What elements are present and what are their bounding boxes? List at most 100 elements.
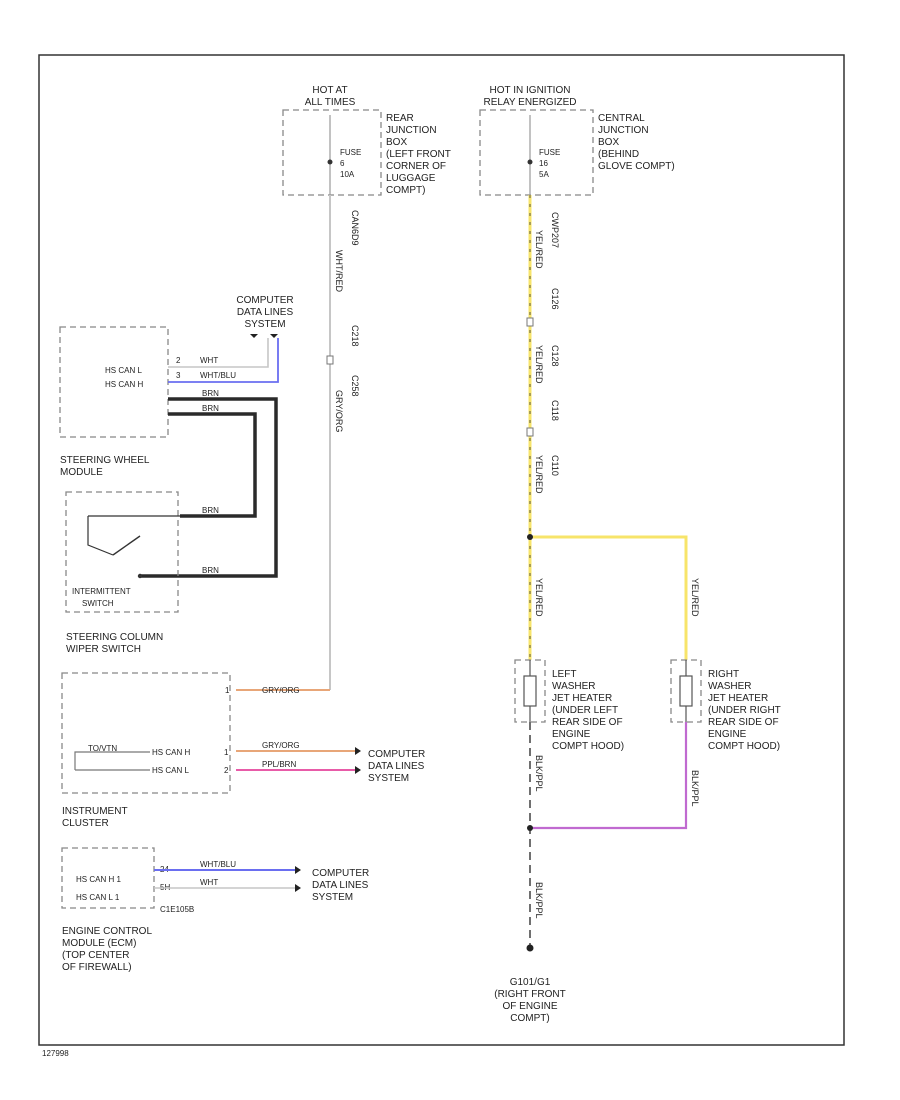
fuse-left-header-2: ALL TIMES [305, 97, 356, 108]
heater-right-wire-in: YEL/RED [690, 578, 700, 617]
fuse-right-wire-code-1: CWP207 [550, 212, 560, 248]
harness-code-2: BRN [202, 404, 219, 413]
cluster-computer-2: DATA LINES [368, 761, 425, 772]
fuse-left-wire-code-1: CAN6D9 [350, 210, 360, 246]
ecm-computer-1: COMPUTER [312, 868, 369, 879]
computer-top-line-2: DATA LINES [237, 307, 294, 318]
fuse-right-location-2: JUNCTION [598, 125, 649, 136]
rear-junction-box: HOT AT ALL TIMES FUSE 6 10A REAR JUNCTIO… [282, 85, 451, 196]
fuse-left-wire-color-1: WHT/RED [334, 250, 344, 292]
splice-yellow [527, 534, 533, 540]
fuse-right-location-3: BOX [598, 137, 619, 148]
switch-contact-left [87, 516, 114, 556]
heater-right-label-4: (UNDER RIGHT [708, 705, 781, 716]
fuse-right-header-1: HOT IN IGNITION [490, 85, 571, 96]
heater-right-label-1: RIGHT [708, 669, 739, 680]
fuse-left-box [282, 109, 382, 196]
heater-right-label-6: ENGINE [708, 729, 747, 740]
harness-code-3: BRN [202, 506, 219, 515]
inline-connector-right-2 [526, 427, 534, 437]
fuse-right-wire-color-1: YEL/RED [534, 230, 544, 269]
computer-top-line-1: COMPUTER [236, 295, 293, 306]
computer-data-lines-cluster: COMPUTER DATA LINES SYSTEM [368, 749, 425, 784]
computer-data-lines-ecm: COMPUTER DATA LINES SYSTEM [312, 868, 369, 903]
swm-pin-num-3: 3 [176, 371, 181, 380]
ecm-box [61, 847, 155, 909]
fuse-left-location-3: BOX [386, 137, 407, 148]
right-washer-jet-heater: YEL/RED RIGHT WASHER JET HEATER (UNDER R… [670, 578, 781, 752]
ecm-arrow-2 [295, 884, 301, 892]
ground-label-3: OF ENGINE [502, 1001, 557, 1012]
heater-left-wire-in: YEL/RED [534, 578, 544, 617]
cluster-computer-3: SYSTEM [368, 773, 409, 784]
heater-left-label-2: WASHER [552, 681, 596, 692]
cluster-wire-color-1: GRY/ORG [262, 741, 300, 750]
fuse-left-location-2: JUNCTION [386, 125, 437, 136]
left-washer-jet-heater: YEL/RED LEFT WASHER JET HEATER (UNDER LE… [514, 578, 624, 752]
ground-terminal [526, 944, 534, 952]
cluster-inner-label: TO/VTN [88, 744, 117, 753]
cluster-wire-color-2: PPL/BRN [262, 760, 296, 769]
wiper-switch-label-1: STEERING COLUMN [66, 632, 163, 643]
heater-right-wire-out: BLK/PPL [690, 770, 700, 807]
cluster-pin-hs-can-h: HS CAN H [152, 748, 190, 757]
swm-wire-color-1: WHT [200, 356, 218, 365]
ecm-wire-color-1: WHT/BLU [200, 860, 236, 869]
fuse-right-node [527, 159, 533, 165]
heater-left-label-3: JET HEATER [552, 693, 612, 704]
fuse-right-wire-code-2: C126 [550, 288, 560, 310]
fuse-right-header-2: RELAY ENERGIZED [484, 97, 577, 108]
ecm-arrow-1 [295, 866, 301, 874]
wire-harness-inner [168, 412, 257, 518]
fuse-right-location-1: CENTRAL [598, 113, 645, 124]
fuse-right-location-5: GLOVE COMPT) [598, 161, 675, 172]
central-junction-box: HOT IN IGNITION RELAY ENERGIZED FUSE 16 … [479, 85, 675, 196]
ecm-label-1: ENGINE CONTROL [62, 926, 152, 937]
fuse-left-location-4: (LEFT FRONT [386, 149, 451, 160]
wire-ground-branch [530, 722, 688, 830]
heater-right-label-2: WASHER [708, 681, 752, 692]
fuse-left-header-1: HOT AT [312, 85, 347, 96]
fuse-left-node [327, 159, 333, 165]
ecm-pin-hs-can-h: HS CAN H 1 [76, 875, 121, 884]
fuse-right-rating: 5A [539, 170, 549, 179]
wire-harness-outer [140, 397, 278, 578]
ecm-pin-hs-can-l: HS CAN L 1 [76, 893, 120, 902]
cluster-computer-1: COMPUTER [368, 749, 425, 760]
cluster-arrow-1 [355, 747, 361, 755]
fuse-left-number: 6 [340, 159, 345, 168]
heater-right-element [679, 675, 693, 707]
cluster-arrow-2 [355, 766, 361, 774]
ecm-wire-color-2: WHT [200, 878, 218, 887]
heater-left-label-7: COMPT HOOD) [552, 741, 624, 752]
heater-left-element [523, 675, 537, 707]
instrument-cluster: 1 GRY/ORG TO/VTN HS CAN H HS CAN L 1 2 I… [61, 672, 300, 829]
swm-pin-hs-can-l: HS CAN L [105, 366, 142, 375]
fuse-right-wire-code-4: C118 [550, 400, 560, 421]
swm-pin-num-2: 2 [176, 356, 181, 365]
ecm-connector: C1E105B [160, 905, 194, 914]
steering-column-wiper-switch: INTERMITTENT SWITCH STEERING COLUMN WIPE… [65, 491, 180, 655]
wiper-switch-label-2: WIPER SWITCH [66, 644, 141, 655]
heater-left-wire-out: BLK/PPL [534, 755, 544, 792]
computer-top-arrow-1 [250, 334, 258, 338]
heater-right-label-5: REAR SIDE OF [708, 717, 779, 728]
fuse-right-wire-code-5: C110 [550, 455, 560, 476]
fuse-right-wire-code-3: C128 [550, 345, 560, 367]
heater-right-label-3: JET HEATER [708, 693, 768, 704]
fuse-left-label: FUSE [340, 148, 361, 157]
fuse-right-label: FUSE [539, 148, 560, 157]
wire-yellow-branch [530, 535, 688, 660]
intermittent-switch-label-1: INTERMITTENT [72, 587, 131, 596]
ground-label-1: G101/G1 [510, 977, 551, 988]
ecm-label-4: OF FIREWALL) [62, 962, 132, 973]
heater-left-label-6: ENGINE [552, 729, 591, 740]
steering-wheel-module-label-1: STEERING WHEEL [60, 455, 150, 466]
switch-blade [112, 535, 141, 556]
wire-swm-can-h [168, 338, 279, 383]
engine-control-module: HS CAN H 1 HS CAN L 1 24 5H C1E105B ENGI… [61, 847, 194, 973]
fuse-left-wire-code-2: C218 [350, 325, 360, 347]
wiper-switch-box [65, 491, 179, 613]
swm-wire-color-2: WHT/BLU [200, 371, 236, 380]
ground-point-g101: G101/G1 (RIGHT FRONT OF ENGINE COMPT) [494, 977, 565, 1024]
